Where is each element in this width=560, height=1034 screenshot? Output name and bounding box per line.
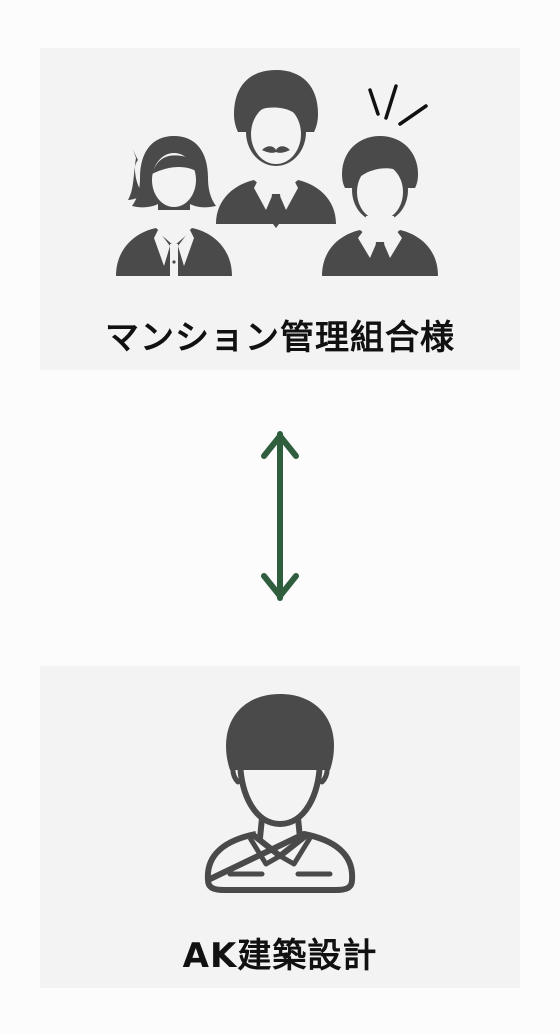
bidirectional-arrow-icon xyxy=(250,424,310,612)
person-icon xyxy=(204,694,356,893)
client-panel: マンション管理組合様 xyxy=(40,48,520,370)
client-label: マンション管理組合様 xyxy=(105,318,455,358)
woman-figure-icon xyxy=(116,136,232,278)
mustache-man-figure-icon xyxy=(216,70,336,228)
group-of-three-people-icon xyxy=(116,70,438,278)
surprised-man-figure-icon xyxy=(322,84,438,276)
company-panel: AK建築設計 xyxy=(40,666,520,988)
company-label: AK建築設計 xyxy=(182,936,378,976)
